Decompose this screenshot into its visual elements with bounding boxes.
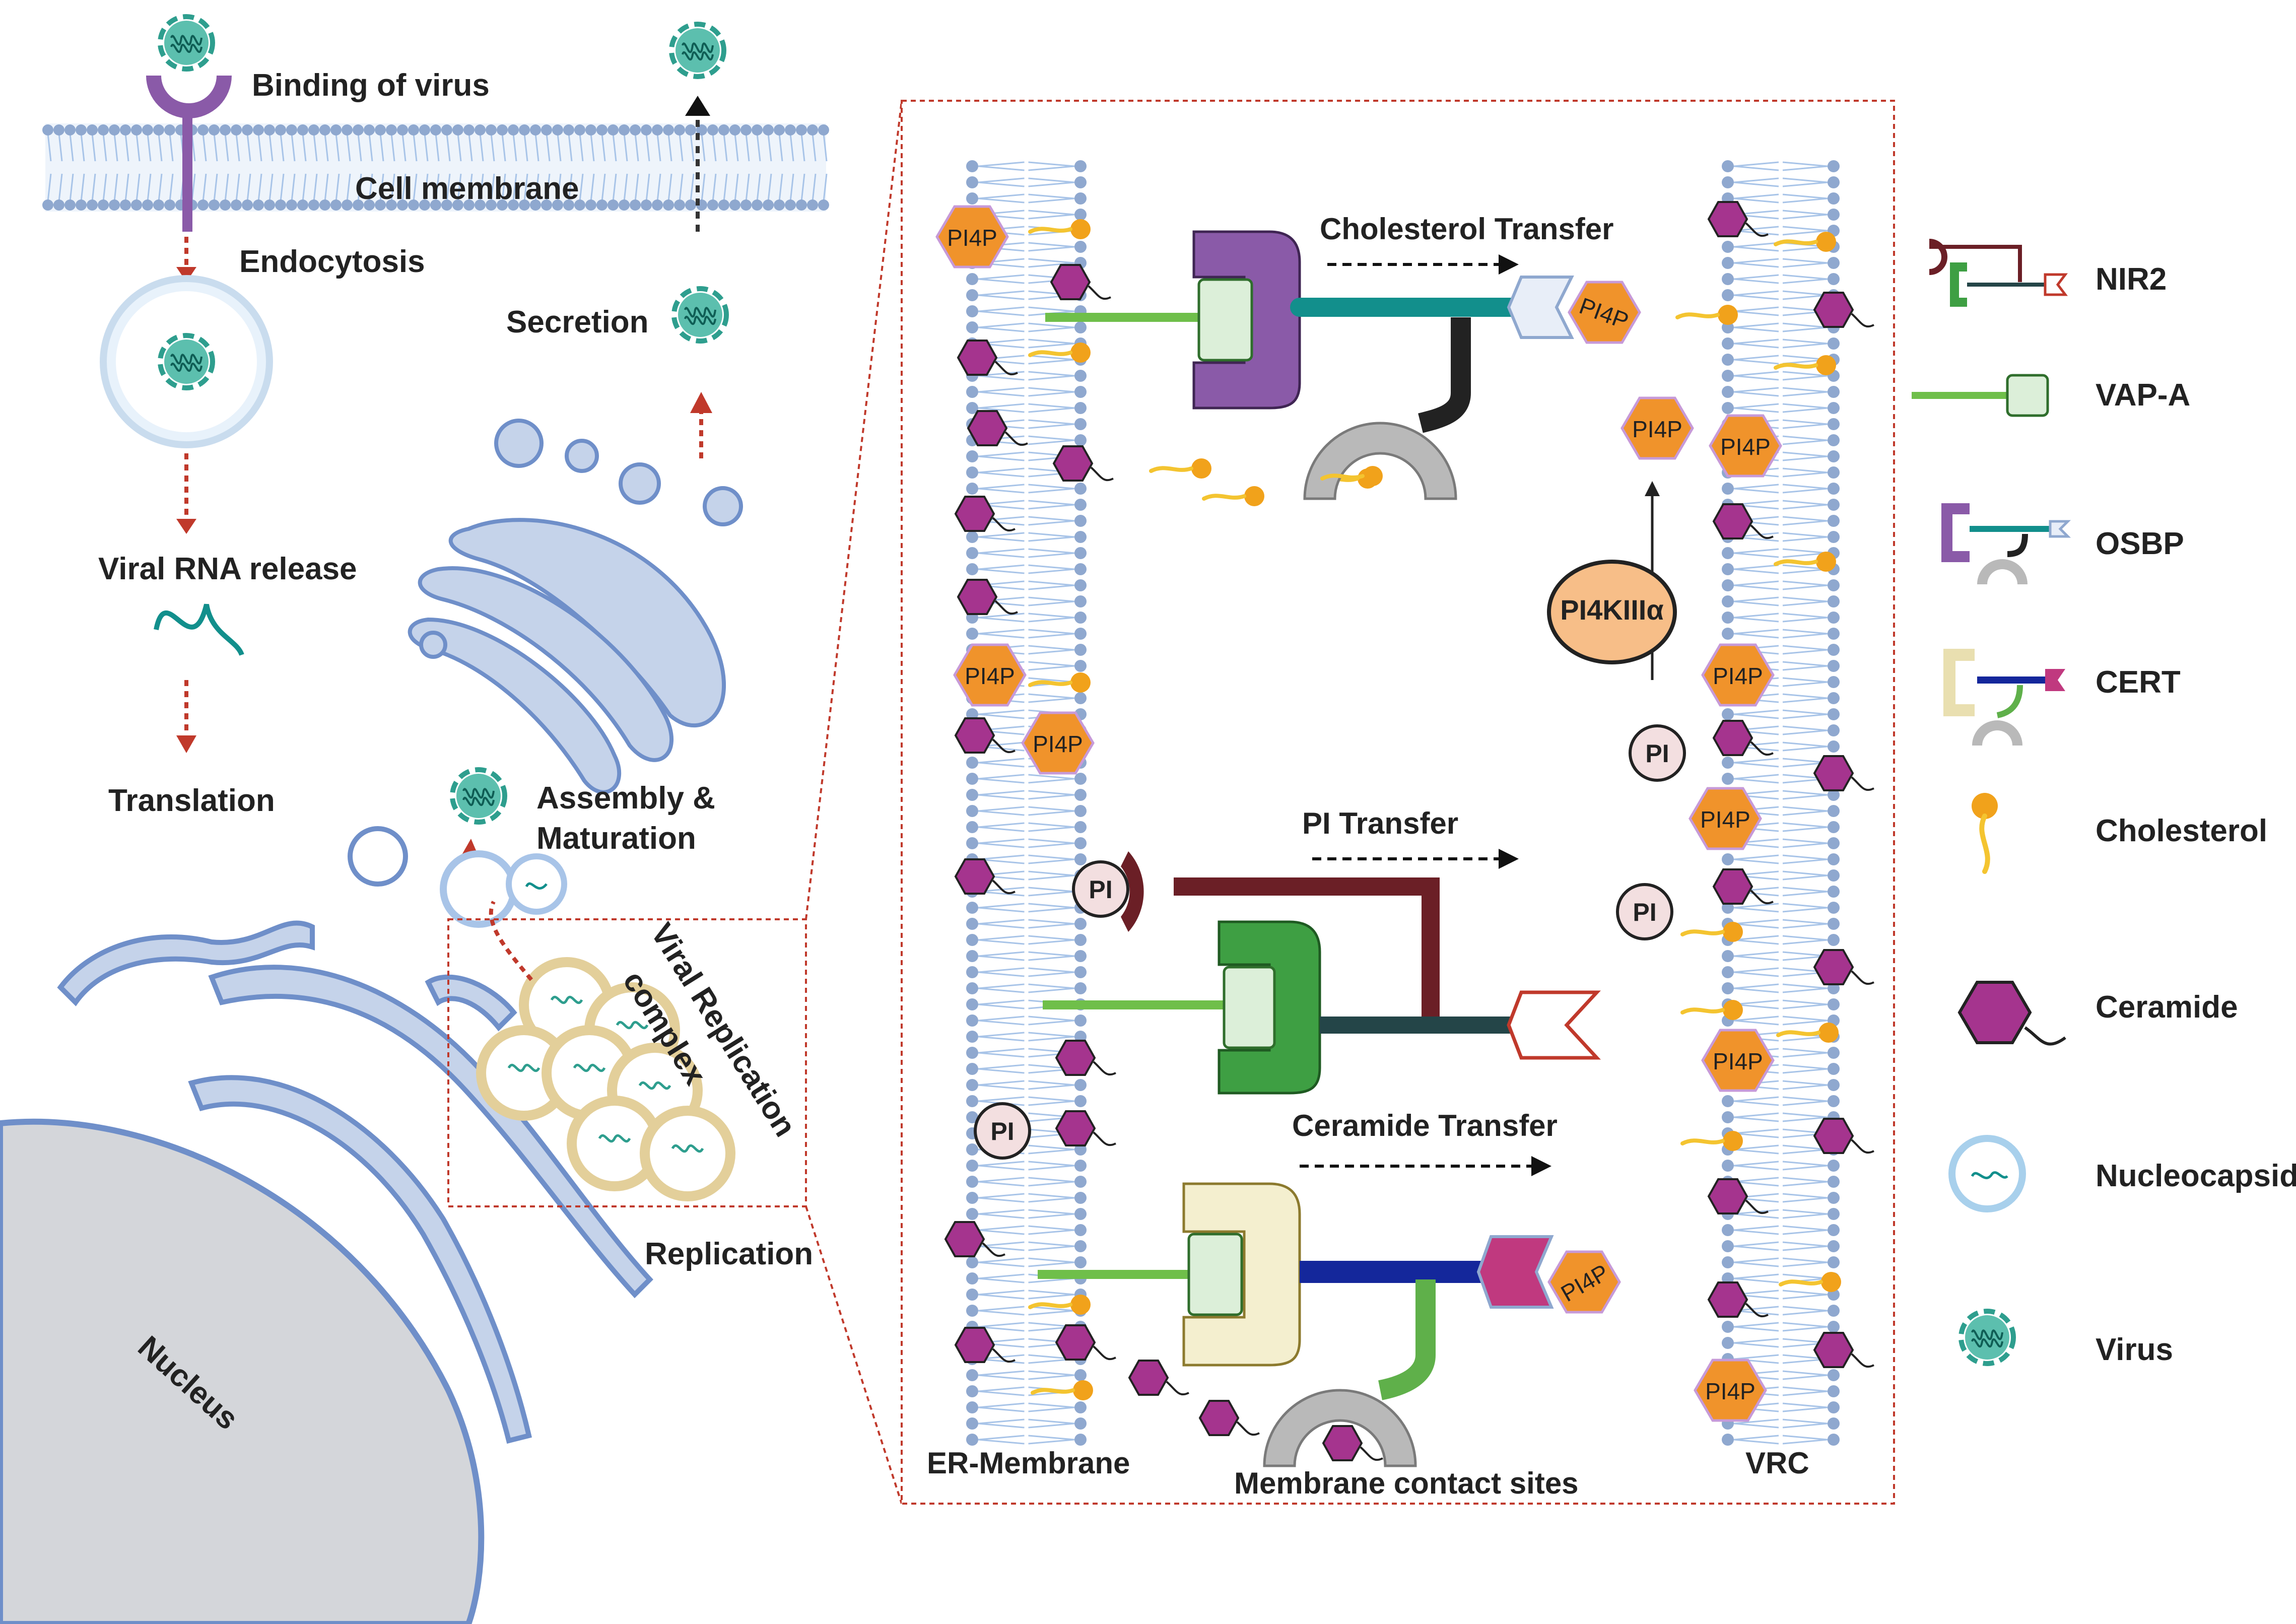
pi4p-label: PI4P: [965, 663, 1015, 689]
golgi: [408, 419, 743, 794]
pi4p-label: PI4P: [1713, 663, 1763, 689]
replication-label: Replication: [645, 1237, 813, 1271]
contact-sites-label: Membrane contact sites: [1234, 1466, 1579, 1500]
nucleus: [0, 1118, 485, 1624]
assembly-virus: [452, 770, 505, 822]
nir2-icon: [1929, 239, 2068, 307]
pi-label: PI: [990, 1117, 1014, 1145]
legend-label-osbp: OSBP: [2096, 526, 2184, 561]
er-membrane-label: ER-Membrane: [927, 1446, 1130, 1480]
pi4p-label: PI4P: [1033, 731, 1083, 757]
pi4p-label: PI4P: [947, 225, 997, 251]
binding-label: Binding of virus: [252, 68, 490, 103]
cholesterol-transfer-label: Cholesterol Transfer: [1320, 212, 1614, 246]
pi4p-label: PI4P: [1700, 806, 1750, 833]
legend-label-nir2: NIR2: [2096, 262, 2167, 297]
vapa-icon: [1912, 374, 2049, 417]
assembly-label-2: Maturation: [536, 821, 696, 856]
pi-label: PI: [1645, 739, 1669, 768]
ceramide-transfer-label: Ceramide Transfer: [1292, 1109, 1558, 1142]
legend: NIR2 VAP-A OSBP CERT Cholesterol Ceramid…: [1912, 239, 2296, 1367]
zoom-region: [447, 918, 807, 1207]
endoplasmic-reticulum: [57, 826, 653, 1444]
binding-virus: [160, 17, 213, 69]
pi4p-label: PI4P: [1713, 1048, 1763, 1074]
pi-label: PI: [1089, 875, 1112, 904]
virus-icon: [1961, 1311, 2013, 1364]
secretion-virus: [674, 289, 726, 341]
translation-label: Translation: [108, 783, 275, 818]
legend-label-cholesterol: Cholesterol: [2096, 814, 2267, 848]
pi-transfer-label: PI Transfer: [1302, 806, 1458, 840]
osbp-icon: [1941, 503, 2071, 584]
endocytosis-label: Endocytosis: [239, 244, 425, 279]
pi4kiiia-label: PI4KIIIα: [1560, 594, 1664, 626]
legend-label-virus: Virus: [2096, 1332, 2173, 1367]
pi4p-label: PI4P: [1632, 416, 1682, 442]
legend-label-cert: CERT: [2096, 665, 2181, 700]
cell-membrane-label: Cell membrane: [355, 171, 579, 206]
vrc-label: VRC: [1745, 1446, 1809, 1480]
assembly-label-1: Assembly &: [536, 781, 715, 816]
receptor: [146, 76, 232, 232]
rna-release-label: Viral RNA release: [98, 552, 357, 586]
viral-rna: [154, 603, 244, 656]
ceramide-icon: [1957, 981, 2066, 1046]
legend-label-ceramide: Ceramide: [2096, 990, 2238, 1025]
cert-icon: [1943, 649, 2065, 746]
osbp-complex: [1045, 230, 1574, 500]
pi4p-label: PI4P: [1705, 1378, 1755, 1404]
pi4p-label: PI4P: [1720, 434, 1771, 460]
pi-label: PI: [1633, 898, 1656, 926]
legend-label-nucleocapsid: Nucleocapsid: [2096, 1159, 2296, 1193]
exit-arrowhead: [685, 96, 710, 116]
secretion-label: Secretion: [506, 305, 649, 340]
pi4kiiia-enzyme: [1547, 560, 1677, 664]
endosome-virus: [160, 335, 213, 388]
nir2-complex: [1043, 851, 1601, 1095]
cholesterol-icon: [1972, 793, 1998, 874]
exit-virus: [671, 24, 724, 77]
legend-label-vapa: VAP-A: [2096, 378, 2190, 413]
nucleocapsid-icon: [1948, 1135, 2026, 1212]
cert-complex: [1038, 1182, 1554, 1467]
